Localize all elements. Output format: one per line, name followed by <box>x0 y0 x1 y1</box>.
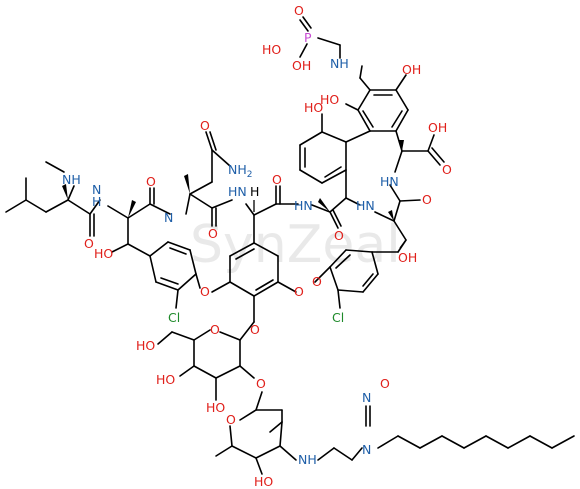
amide-nh-label-2: HN <box>294 198 313 213</box>
nitroso-decyl-chain <box>317 405 575 461</box>
amide-oxo-label-6: O <box>422 192 432 207</box>
watermark: SynZeal <box>190 215 401 275</box>
ether-oxygen-label-3: O <box>312 274 322 289</box>
chlorine-label-right: Cl <box>332 310 344 325</box>
ring-hydroxyl-label-top: OH <box>402 62 421 77</box>
side-amide-oxo-label: O <box>200 118 210 133</box>
aromatic-ring-center <box>211 214 297 323</box>
primary-amide-label: NH2 <box>228 162 252 180</box>
stereo-hydrogen-label: H <box>250 184 259 199</box>
phosphonomethyl-group <box>299 16 371 91</box>
amide-nh-label-1: HN <box>228 184 247 199</box>
p-hydroxyl-label-1: HO <box>262 42 281 57</box>
sugar-hydroxyl-label-3: HO <box>206 400 225 415</box>
carboxyl-hydroxyl-label: OH <box>428 120 447 135</box>
amide-nh-label-mid: N <box>164 210 173 225</box>
amide-oxo-label-5: O <box>334 228 344 243</box>
amide-oxo-label-3: O <box>208 226 218 241</box>
amide-nh-label-3: HN <box>356 198 375 213</box>
peptide-backbone <box>5 131 299 257</box>
nitroso-nitrogen-label: N <box>362 390 371 405</box>
side-hydroxyl-label: HO <box>94 246 113 261</box>
nitroso-amine-label: N <box>362 442 371 457</box>
sugar-hydroxyl-label-1: HO <box>136 338 155 353</box>
atom-labels: O P HO OH NH OH HO HO OH O O NH2 HN HN H… <box>62 3 452 489</box>
ether-oxygen-label-2: O <box>294 284 304 299</box>
amino-sugar-ring <box>215 391 297 475</box>
ether-oxygen-label-1: O <box>200 284 210 299</box>
ring-amide-nh-label: HN <box>380 174 399 189</box>
carboxyl-oxo-label: O <box>442 162 452 177</box>
beta-hydroxyl-label: OH <box>398 250 417 265</box>
chlorine-label-left: Cl <box>168 310 180 325</box>
p-hydroxyl-label-2: OH <box>292 58 311 73</box>
glucose-ring-oxygen-label: O <box>210 322 220 337</box>
chain-amine-label: NH <box>298 452 317 467</box>
methylamine-label: NH <box>62 172 81 187</box>
amide-oxo-label-2: O <box>146 174 156 189</box>
nitroso-oxygen-label: O <box>380 376 390 391</box>
ring-hydroxyl-label-b: HO <box>304 100 323 115</box>
amine-link-label: NH <box>330 56 349 71</box>
glycosidic-oxygen-label: O <box>250 322 260 337</box>
chlorophenyl-ring-right <box>314 249 379 309</box>
aromatic-ring-biphenyl <box>299 113 371 184</box>
amino-sugar-ring-oxygen-label: O <box>226 412 236 427</box>
amide-oxo-label-4: O <box>272 172 282 187</box>
chlorophenyl-ring-left <box>149 241 201 309</box>
ring-hydroxyl-label-a: HO <box>320 92 339 107</box>
sugar-hydroxyl-label-2: HO <box>156 372 175 387</box>
stereo-wedges <box>62 140 407 249</box>
glucose-ring <box>157 321 255 401</box>
aromatic-ring-top-right <box>345 74 409 152</box>
leucine-oxo-label: O <box>84 236 94 251</box>
bottom-hydroxyl-label: HO <box>254 474 273 489</box>
amide-nh-n-left: N <box>92 182 101 197</box>
p-oxo-label: O <box>294 3 304 18</box>
sugar-link-oxygen-label: O <box>256 376 266 391</box>
amide-nh-label-left: H <box>92 194 101 209</box>
phosphorus-label: P <box>304 30 312 45</box>
